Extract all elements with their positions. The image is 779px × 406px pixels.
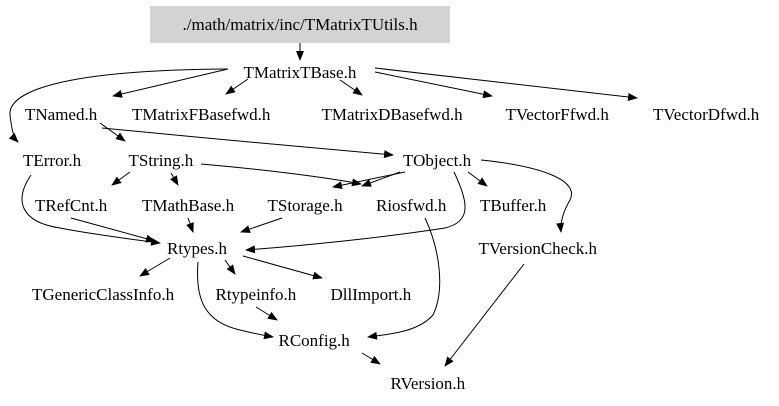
node-tversioncheck[interactable]: TVersionCheck.h [478,238,598,258]
node-tgenericclassinfo[interactable]: TGenericClassInfo.h [32,284,175,304]
edge-tmathbase-to-rtypes [186,217,194,233]
edge-tmatrixtbase-to-tnamed [112,68,229,98]
edge-rtypeinfo-to-rconfig [255,306,278,321]
edge-tstring-to-riosfwd [200,163,362,187]
edge-tversioncheck-to-rversion [444,263,525,367]
node-rtypeinfo[interactable]: Rtypeinfo.h [215,284,297,304]
edge-tobject-to-rtypes [245,171,466,254]
edge-terror-to-rtypes [21,174,161,246]
node-tvectordfwd[interactable]: TVectorDfwd.h [653,104,760,124]
edge-tnamed-to-tobject [101,127,394,159]
edge-rtypes-to-rtypeinfo [224,259,236,275]
edge-rtypes-to-dllimport [242,255,323,280]
node-riosfwd[interactable]: Riosfwd.h [376,195,447,215]
node-tvectorffwd[interactable]: TVectorFfwd.h [505,104,609,124]
edge-tstring-to-tmathbase [170,172,179,186]
node-rtypes[interactable]: Rtypes.h [167,238,227,258]
node-root[interactable]: ./math/matrix/inc/TMatrixTUtils.h [182,14,418,34]
node-tnamed[interactable]: TNamed.h [25,104,98,124]
edge-tmatrixtbase-to-tvectordfwd [374,67,638,101]
edge-rtypes-to-tgenericclassinfo [139,257,171,277]
edge-rconfig-to-rversion [361,352,381,365]
edge-riosfwd-to-rconfig [367,217,441,340]
node-tmathbase[interactable]: TMathBase.h [142,195,235,215]
node-rversion[interactable]: RVersion.h [390,373,466,393]
edge-tmatrixtbase-to-terror [8,68,229,143]
edge-tmatrixtbase-to-tmatrixdbasefwd [339,79,363,96]
edge-tstring-to-trefcnt [111,171,131,186]
edge-tobject-to-tstorage [332,171,406,190]
node-dllimport[interactable]: DllImport.h [330,284,412,304]
node-tmatrixtbase[interactable]: TMatrixTBase.h [243,62,357,82]
node-tbuffer[interactable]: TBuffer.h [480,195,547,215]
node-tstorage[interactable]: TStorage.h [267,195,343,215]
node-tmatrixdbasefwd[interactable]: TMatrixDBasefwd.h [321,104,463,124]
edge-tstorage-to-rtypes [240,217,283,233]
node-terror[interactable]: TError.h [23,150,82,170]
edge-trefcnt-to-rtypes [70,217,156,243]
edge-tobject-to-tversioncheck [480,159,572,233]
node-rconfig[interactable]: RConfig.h [278,330,350,350]
edge-tmatrixtbase-to-tmatrixfbasefwd [225,78,249,95]
edge-tnamed-to-tstring [99,122,126,142]
node-tmatrixfbasefwd[interactable]: TMatrixFBasefwd.h [132,104,271,124]
root-node-box [150,6,450,43]
node-trefcnt[interactable]: TRefCnt.h [35,195,108,215]
edge-tobject-to-tbuffer [467,171,488,187]
node-tobject[interactable]: TObject.h [403,150,472,170]
edge-rtypes-to-rconfig [197,261,274,340]
node-tstring[interactable]: TString.h [128,150,194,170]
edge-tmatrixtbase-to-tvectorffwd [374,71,493,99]
